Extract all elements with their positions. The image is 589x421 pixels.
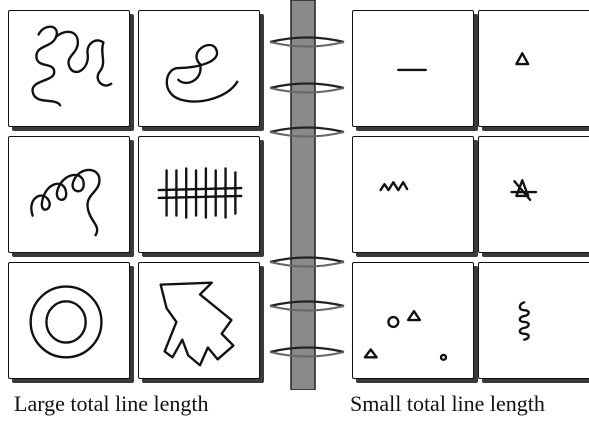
tile-tally-marks: [138, 136, 260, 253]
concentric-circles-doodle: [29, 285, 103, 359]
tile-small-triangle: [478, 10, 589, 127]
binder-ring: [269, 82, 345, 94]
binder-ring: [269, 126, 345, 138]
tally-marks-doodle: [157, 167, 243, 219]
small-zigzag-doodle: [379, 181, 409, 192]
binder-ring: [269, 256, 345, 268]
tile-spiral-loops: [8, 136, 130, 253]
tile-jagged-arrow: [138, 262, 260, 379]
short-dash-doodle: [397, 68, 427, 72]
jagged-arrow-shape-doodle: [159, 281, 235, 367]
tile-scattered-shapes: [352, 262, 474, 379]
binder-rings: [269, 36, 345, 358]
squiggle-doodle: [31, 25, 113, 107]
scattered-shapes-doodle: [363, 309, 448, 361]
binder-spine: [290, 0, 316, 390]
tile-squiggle: [8, 10, 130, 127]
spiral-loops-doodle: [30, 168, 101, 237]
tile-short-dash: [352, 10, 474, 127]
tile-curl-loop: [138, 10, 260, 127]
tile-concentric-circles: [8, 262, 130, 379]
tile-small-coil: [478, 262, 589, 379]
curl-loop-doodle: [165, 43, 239, 103]
tile-crossed-triangle: [478, 136, 589, 253]
small-coil-doodle: [518, 301, 530, 341]
binder-ring: [269, 346, 345, 358]
tile-small-zigzag: [352, 136, 474, 253]
crossed-triangle-doodle: [510, 179, 538, 202]
caption-small-line-length: Small total line length: [350, 391, 545, 416]
binder-ring: [269, 300, 345, 312]
caption-large-line-length: Large total line length: [14, 391, 209, 416]
binder-ring: [269, 36, 345, 48]
small-triangle-doodle: [515, 52, 530, 66]
